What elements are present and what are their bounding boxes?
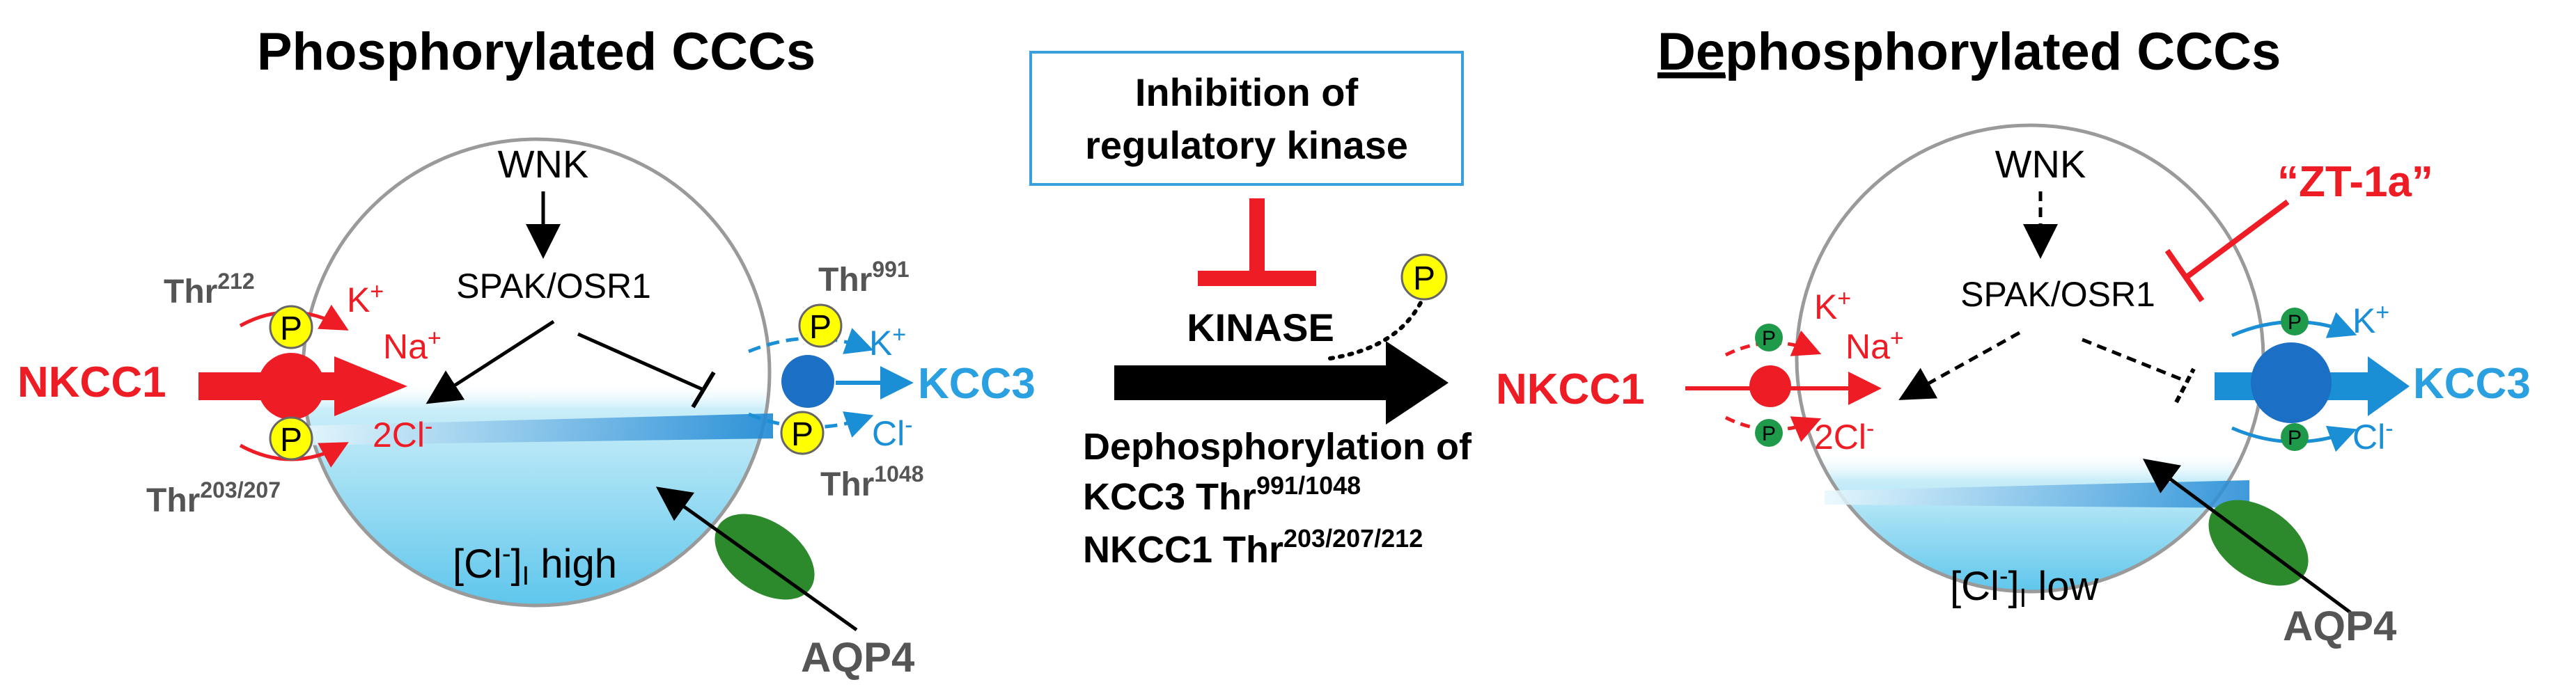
middle-panel: Inhibition of regulatory kinase KINASE P… xyxy=(1029,51,1472,571)
right-kcc3-p-top-text: P xyxy=(2288,311,2302,334)
right-nkcc1-p-bottom-text: P xyxy=(1762,422,1776,445)
dephos-line2: KCC3 Thr991/1048 xyxy=(1083,471,1361,518)
middle-p-release-path xyxy=(1328,301,1423,361)
left-spak-kcc-inhibit-bar xyxy=(691,371,716,409)
left-wnk-label: WNK xyxy=(498,142,589,186)
left-cl-intracellular: [Cl-]I high xyxy=(453,539,617,591)
right-spak-nkcc-arrow xyxy=(1898,331,2021,400)
left-panel: Phosphorylated CCCs WNK SPAK/OSR1 NKCC1 … xyxy=(17,22,1036,681)
right-kcc3-transporter xyxy=(2251,342,2332,423)
left-na-plus: Na+ xyxy=(383,325,442,366)
left-kcc3-p-bottom xyxy=(780,411,825,455)
left-kcc3-label: KCC3 xyxy=(918,360,1036,408)
left-aqp4-label: AQP4 xyxy=(801,634,915,681)
left-thr1048: Thr1048 xyxy=(820,461,924,503)
kinase-label: KINASE xyxy=(1187,306,1334,349)
right-kcc3-p-bottom xyxy=(2281,423,2309,451)
inhibition-box-line2: regulatory kinase xyxy=(1085,123,1408,167)
right-nkcc1-p-top xyxy=(1755,324,1783,351)
left-kcc3-p-top-text: P xyxy=(809,309,832,346)
middle-free-p-text: P xyxy=(1413,260,1435,297)
zt1a-inhibit-bar xyxy=(2164,248,2205,303)
left-kcc-cl-minus: Cl- xyxy=(872,412,913,453)
right-spak-label: SPAK/OSR1 xyxy=(1960,275,2155,314)
right-nkcc1-p-top-text: P xyxy=(1762,327,1776,350)
right-spak-kcc-inhibit-bar xyxy=(2174,367,2196,404)
left-aqp4-arrow xyxy=(655,486,858,632)
left-nkcc1-p-bottom-text: P xyxy=(280,422,302,459)
right-nkcc1-top-curve xyxy=(1724,330,1822,357)
right-nkcc1-transporter xyxy=(1749,365,1791,407)
left-kcc3-p-bottom-text: P xyxy=(791,416,813,453)
dephos-line3: NKCC1 Thr203/207/212 xyxy=(1083,524,1423,571)
left-title: Phosphorylated CCCs xyxy=(257,22,815,81)
zt1a-inhibit-line xyxy=(2185,199,2290,280)
left-thr203: Thr203/207 xyxy=(146,477,281,519)
right-2cl-minus: 2Cl- xyxy=(1814,415,1874,457)
right-nkcc1-bottom-curve xyxy=(1724,415,1822,443)
left-k-plus: K+ xyxy=(347,278,384,319)
left-spak-nkcc-arrow xyxy=(426,319,555,404)
right-kcc3-p-top xyxy=(2281,308,2309,335)
left-thr212: Thr212 xyxy=(164,269,255,310)
right-cl-intracellular: [Cl-]I low xyxy=(1950,562,2099,613)
right-k-plus: K+ xyxy=(1814,285,1851,326)
dephos-line1: Dephosphorylation of xyxy=(1083,426,1472,468)
right-nkcc1-label: NKCC1 xyxy=(1496,365,1645,413)
right-title: Dephosphorylated CCCs xyxy=(1657,22,2281,81)
right-kcc3-label: KCC3 xyxy=(2413,360,2531,408)
left-nkcc1-p-top xyxy=(269,305,313,349)
left-spak-label: SPAK/OSR1 xyxy=(456,267,651,306)
left-kcc3-p-top xyxy=(798,303,843,348)
right-aqp4-arrow xyxy=(2142,459,2352,615)
left-chloride-band xyxy=(299,413,773,445)
right-aqp4-label: AQP4 xyxy=(2283,603,2397,649)
left-nkcc1-p-bottom xyxy=(269,416,313,461)
left-aqp4-channel xyxy=(715,514,815,600)
right-na-plus: Na+ xyxy=(1845,325,1904,366)
right-nkcc1-p-bottom xyxy=(1755,419,1783,447)
left-2cl-minus: 2Cl- xyxy=(373,413,432,454)
left-thr991: Thr991 xyxy=(818,257,910,299)
right-wnk-label: WNK xyxy=(1995,142,2086,186)
left-spak-kcc-inhibit xyxy=(577,332,705,392)
main-transition-arrow xyxy=(1114,341,1449,425)
right-kcc3-p-bottom-text: P xyxy=(2288,427,2302,450)
right-panel: Dephosphorylated CCCs WNK SPAK/OSR1 “ZT-… xyxy=(1496,22,2531,649)
right-spak-kcc-inhibit xyxy=(2082,338,2187,383)
inhibition-box xyxy=(1029,51,1464,186)
inhibition-box-line1: Inhibition of xyxy=(1135,70,1359,114)
zt1a-label: “ZT-1a” xyxy=(2277,158,2433,206)
middle-free-p xyxy=(1400,253,1448,301)
left-nkcc1-transporter xyxy=(258,353,325,420)
left-kcc-k-plus: K+ xyxy=(869,322,906,363)
left-nkcc1-p-top-text: P xyxy=(280,310,302,347)
left-nkcc1-label: NKCC1 xyxy=(17,358,166,406)
right-kcc-cl-minus: Cl- xyxy=(2352,415,2394,457)
right-kcc-k-plus: K+ xyxy=(2352,299,2389,340)
left-kcc3-transporter xyxy=(781,355,834,408)
